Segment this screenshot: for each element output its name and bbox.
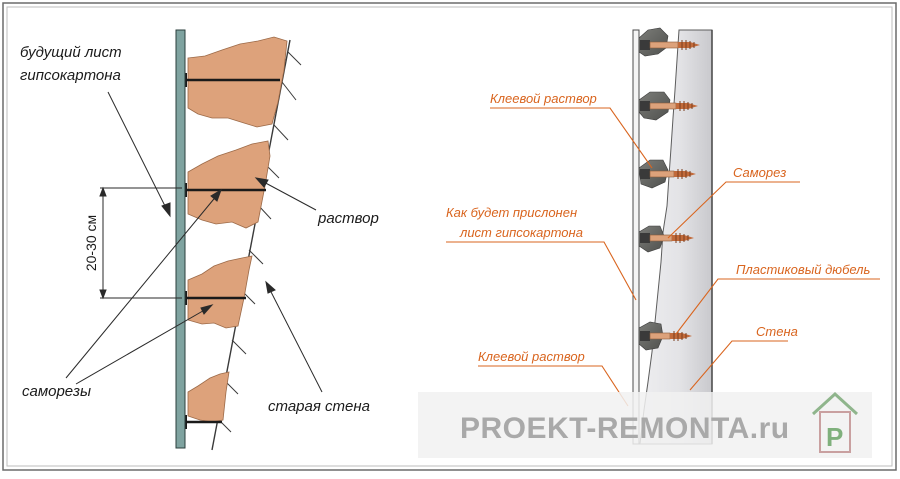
inner-border: [6, 6, 893, 467]
adhesive-top-label: Клеевой раствор: [490, 91, 597, 106]
watermark-text: PROEKT-REMONTA.ru: [460, 412, 790, 445]
left-leaders: [65, 91, 323, 393]
spacing-label: 20-30 см: [83, 215, 99, 271]
wall-label: Стена: [756, 324, 798, 339]
adhesive-bottom-label: Клеевой раствор: [478, 349, 585, 364]
sheet-label-right-line1: Как будет прислонен: [446, 205, 577, 220]
dowel-4: [640, 233, 694, 243]
left-diagram: 20-30 см будущий лист гипсокартона раств…: [20, 29, 379, 451]
watermark: PROEKT-REMONTA.ru P: [418, 391, 872, 458]
dowel-1: [640, 40, 700, 50]
right-diagram: Клеевой раствор Саморез Как будет присло…: [446, 27, 880, 445]
watermark-logo: P: [811, 391, 859, 453]
watermark-band: [418, 392, 872, 458]
dowels: [640, 40, 700, 341]
mortar-blob-4: [187, 371, 230, 423]
dowel-3: [640, 169, 696, 179]
sheet-label-line1: будущий лист: [20, 44, 122, 61]
sheet-label-right-line2: лист гипсокартона: [459, 225, 583, 240]
dowel-5: [640, 331, 692, 341]
mortar-blob-1: [187, 36, 288, 128]
spacing-dimension: [99, 186, 182, 300]
watermark-logo-letter: P: [826, 422, 843, 452]
mortar-label: раствор: [317, 210, 379, 227]
screws: [184, 78, 280, 424]
screw-label: Саморез: [733, 165, 786, 180]
old-wall-label: старая стена: [268, 398, 370, 415]
plastic-dowel-label: Пластиковый дюбель: [736, 262, 871, 277]
screws-label: саморезы: [22, 383, 91, 400]
gypsum-board-right: [632, 29, 640, 445]
dowel-2: [640, 101, 698, 111]
sheet-label-line2: гипсокартона: [20, 67, 121, 84]
